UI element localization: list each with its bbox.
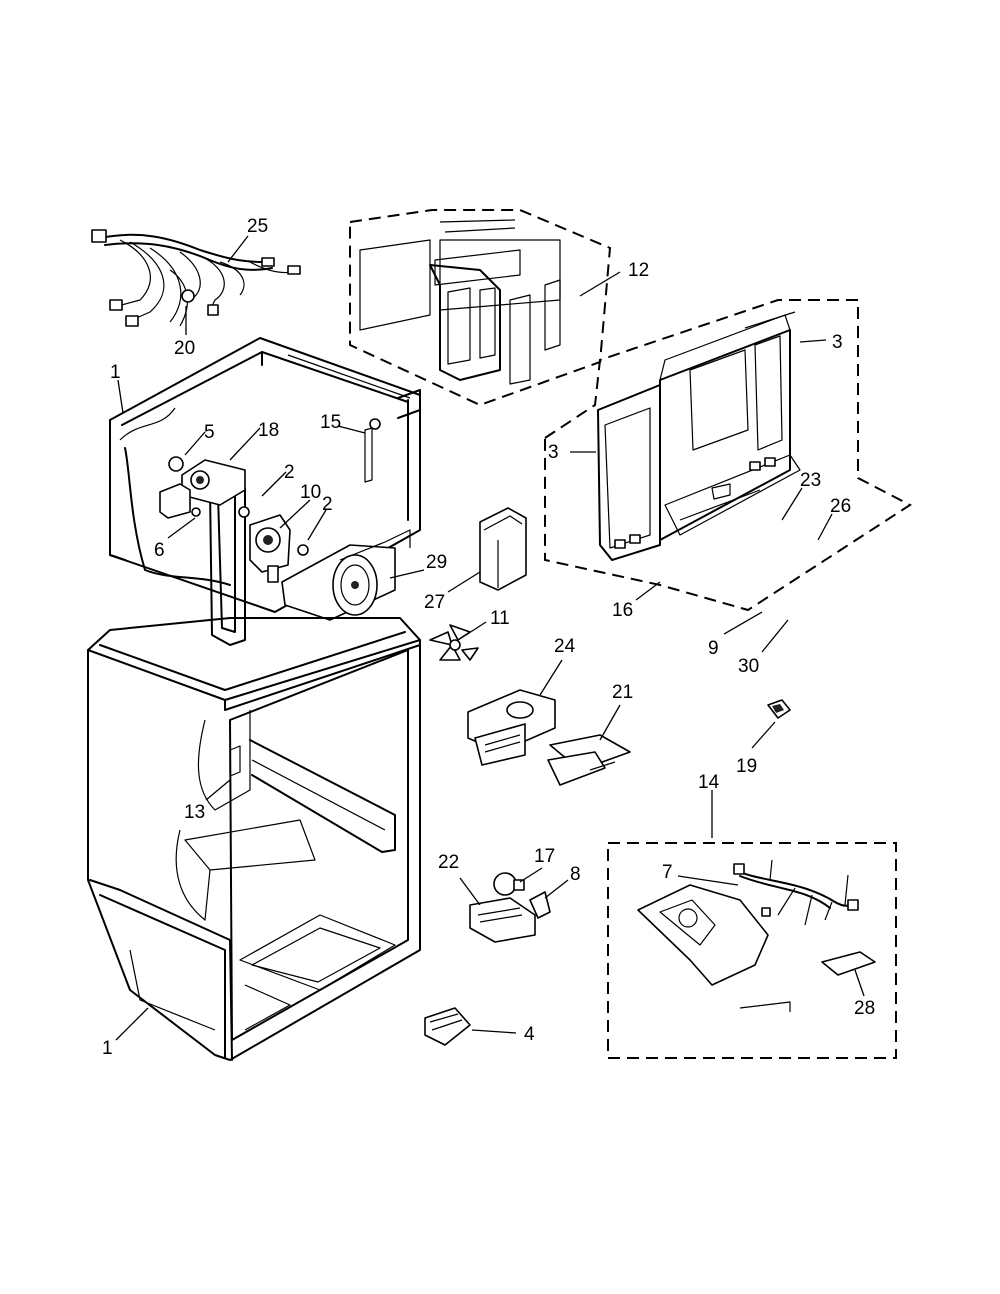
housing-24 [467,689,556,766]
callout-6: 6 [154,540,165,561]
assembly-group-14 [607,842,897,1059]
callout-16: 16 [612,600,633,621]
callout-9: 9 [708,638,719,659]
fan-motor-10 [238,506,309,583]
lamp-socket-22 [469,897,536,943]
callout-23: 23 [800,470,821,491]
leader-lines [115,235,865,1041]
callout-18: 18 [258,420,279,441]
callout-3-lower: 3 [548,442,559,463]
callout-29: 29 [426,552,447,573]
callout-3-upper: 3 [832,332,843,353]
callout-14: 14 [698,772,720,793]
callout-15: 15 [320,412,341,433]
callout-5: 5 [204,422,215,443]
fan-blade-11 [429,624,479,661]
control-assembly-group-12 [349,209,612,407]
wiring-harness-25 [91,229,301,327]
callout-1-upper: 1 [110,362,121,383]
thermostat-4 [424,1007,471,1046]
cover-27 [479,507,527,591]
damper-5 [159,456,201,519]
callouts: 25 20 12 3 3 1 5 18 15 2 10 2 6 29 27 23… [102,216,875,1059]
light-bulb-17 [493,872,525,896]
bracket-21 [547,734,631,786]
callout-20: 20 [174,338,195,359]
callout-7: 7 [662,862,673,883]
callout-25: 25 [247,216,268,237]
callout-21: 21 [612,682,633,703]
callout-27: 27 [424,592,445,613]
refrigerator-cabinet-1 [87,617,421,1061]
freezer-cabinet-1 [109,337,421,646]
callout-1-lower: 1 [102,1038,113,1059]
callout-4: 4 [524,1024,535,1045]
callout-17: 17 [534,846,555,867]
callout-24: 24 [554,636,576,657]
callout-11: 11 [490,608,510,629]
callout-12: 12 [628,260,649,281]
callout-2-lower: 2 [322,494,333,515]
callout-30: 30 [738,656,759,677]
callout-26: 26 [830,496,851,517]
callout-19: 19 [736,756,757,777]
callout-10: 10 [300,482,321,503]
callout-22: 22 [438,852,459,873]
clip-19 [767,699,791,719]
clip-8 [529,891,551,919]
callout-28: 28 [854,998,875,1019]
callout-13: 13 [184,802,205,823]
liner-panel-group-16 [544,299,912,612]
fan-shroud-29 [281,529,411,621]
callout-2-upper: 2 [284,462,295,483]
callout-8: 8 [570,864,581,885]
